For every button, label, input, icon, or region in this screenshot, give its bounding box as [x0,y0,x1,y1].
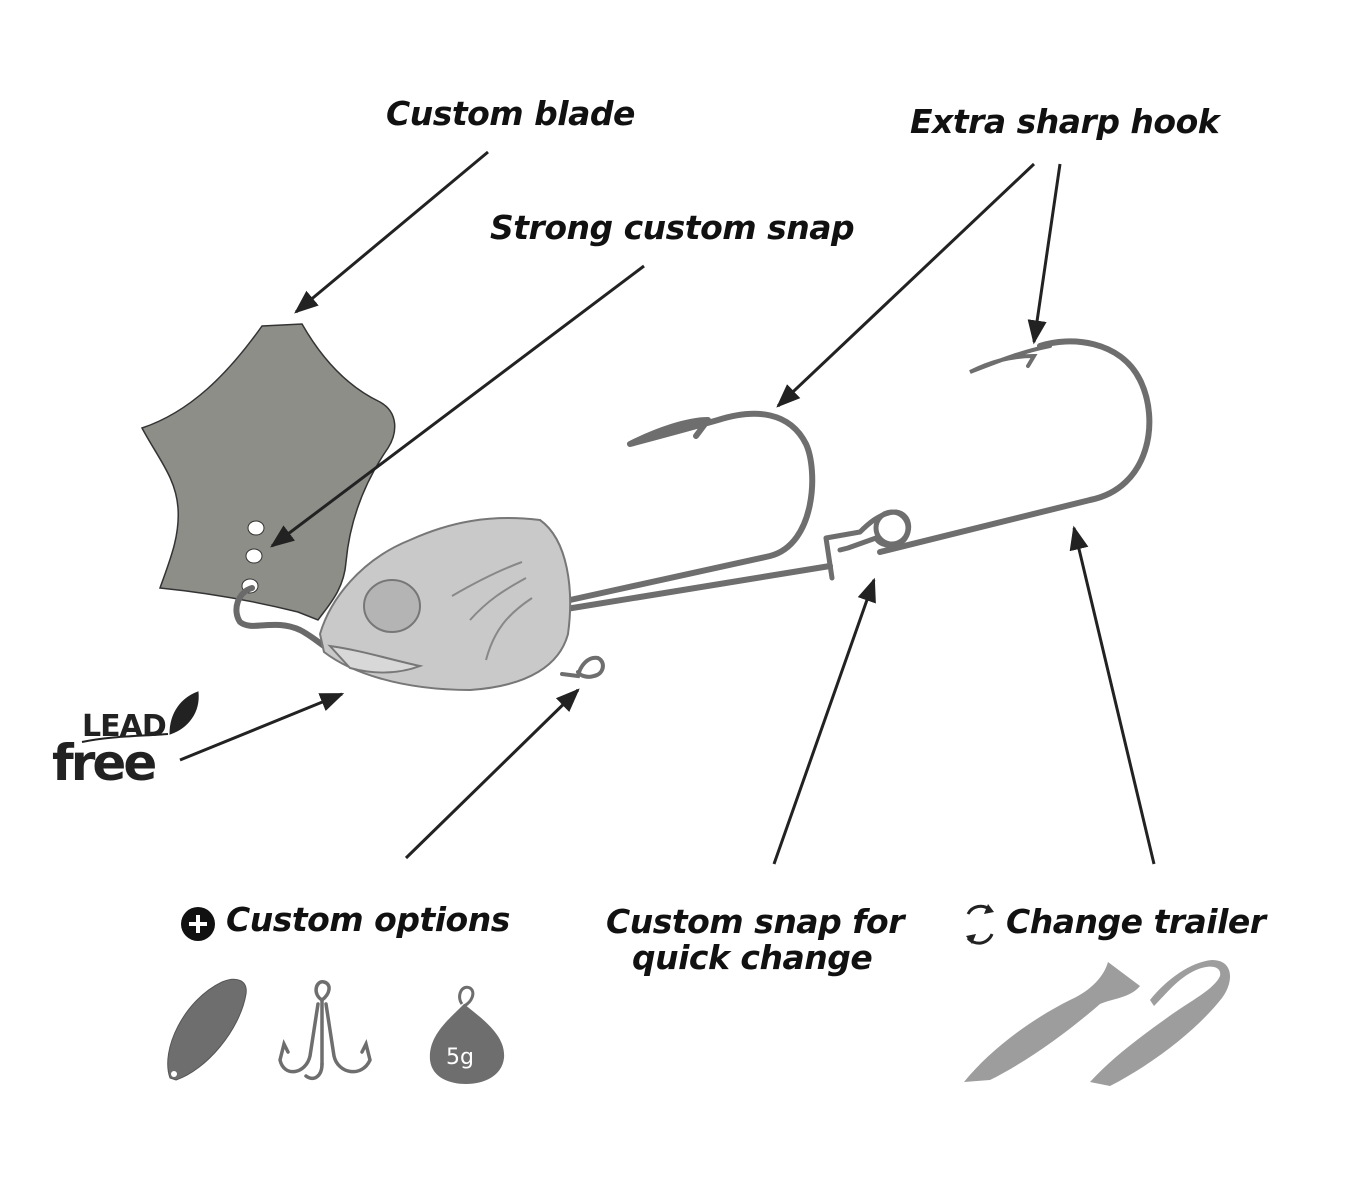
label-custom-options: Custom options [226,900,510,939]
label-extra-sharp-hook: Extra sharp hook [910,102,1220,141]
refresh-icon [966,904,994,945]
spoon-blade-icon [167,978,247,1081]
blade-snap-wire [233,585,333,653]
arrow-custom-blade [294,150,489,314]
snap-ring [873,509,911,547]
blade-hole [245,548,263,564]
arrow-hook-1 [776,162,1036,408]
label-strong-custom-snap: Strong custom snap [490,208,855,247]
lure-eye [363,579,421,633]
leaf-swoosh [81,733,169,743]
arrow-lead-free [179,692,345,762]
curly-tail-trailer [1090,960,1231,1086]
leaf-icon [169,691,199,735]
head-gill [451,561,533,661]
weight-sinker-icon: 5g [429,985,505,1084]
label-quick-change-line1: Custom snap for [606,902,905,941]
hook2-barb [969,344,1052,374]
arrow-hook-2 [1027,163,1062,345]
paddle-tail-trailer [964,962,1140,1082]
treble-hook-icon [278,980,372,1081]
arrow-custom-options [404,688,580,860]
arrow-strong-snap [270,264,645,548]
label-custom-blade: Custom blade [386,94,635,133]
arrow-change-trailer [1069,525,1156,865]
weight-label: 5g [446,1045,474,1070]
blade-hole [247,520,265,536]
main-shaft-wire [557,338,1153,613]
free-text: free [52,734,155,792]
label-quick-change-line2: quick change [632,938,873,977]
custom-blade [140,323,396,621]
plus-circle-icon [181,907,215,941]
lead-text: LEAD [82,709,166,744]
arrow-quick-change [772,577,876,865]
first-hook [567,410,816,603]
lure-head [318,517,572,692]
lead-free-badge: LEAD free [52,691,199,792]
head-mouth [327,644,424,674]
head-eyelet [560,655,605,679]
label-change-trailer: Change trailer [1006,902,1266,941]
